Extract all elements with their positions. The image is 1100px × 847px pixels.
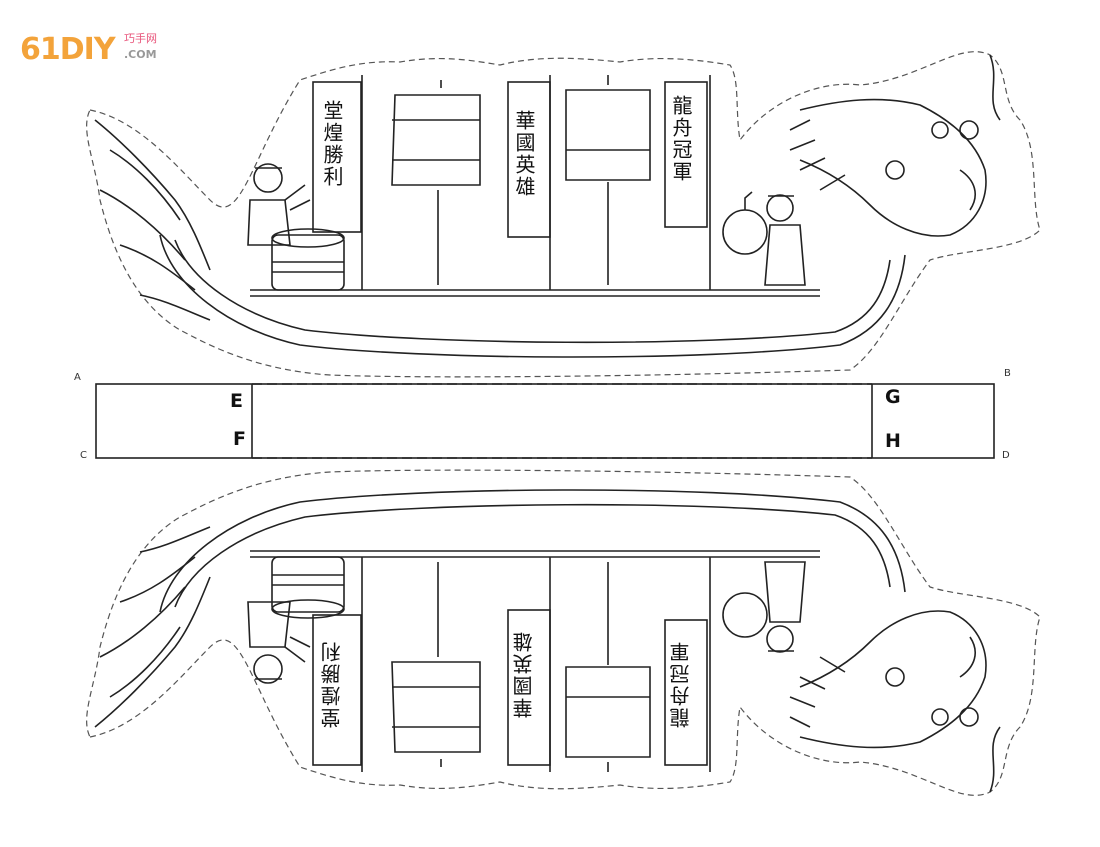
top-dragon-head bbox=[789, 54, 1001, 237]
top-hull-inner bbox=[174, 239, 891, 344]
top-boat bbox=[86, 51, 1041, 378]
banner-left-text-inverted: 堂煌勝利 bbox=[320, 640, 344, 728]
site-logo: 61DIY 巧手网 .COM bbox=[20, 22, 170, 72]
fold-mark-f: F bbox=[233, 428, 246, 450]
corner-label-b: B bbox=[1004, 368, 1011, 379]
corner-label-d: D bbox=[1002, 450, 1010, 461]
logo-chinese: 巧手网 bbox=[124, 32, 157, 45]
logo-mark: 61DIY bbox=[20, 32, 116, 67]
fold-mark-e: E bbox=[230, 390, 243, 412]
logo-text: 61DIY bbox=[20, 32, 116, 67]
bottom-boat bbox=[86, 469, 1041, 796]
fold-mark-h: H bbox=[885, 430, 901, 452]
banner-middle-text-inverted: 華國英雄 bbox=[512, 630, 536, 718]
banner-left-text: 堂煌勝利 bbox=[320, 100, 344, 188]
top-tail bbox=[94, 119, 211, 321]
banner-right-text: 龍舟冠軍 bbox=[669, 95, 693, 183]
top-drummer bbox=[247, 163, 345, 291]
corner-label-c: C bbox=[80, 450, 87, 461]
top-gong-player bbox=[722, 191, 806, 286]
top-banners bbox=[312, 75, 711, 290]
top-lanterns bbox=[391, 75, 651, 285]
top-deck bbox=[250, 289, 820, 297]
logo-suffix: .COM bbox=[124, 48, 157, 61]
top-hull bbox=[159, 234, 906, 358]
top-cut-outline bbox=[86, 51, 1041, 378]
fold-mark-g: G bbox=[885, 386, 901, 408]
banner-middle-text: 華國英雄 bbox=[512, 110, 536, 198]
corner-label-a: A bbox=[74, 372, 81, 383]
center-strip bbox=[95, 383, 995, 459]
bottom-cut-outline bbox=[86, 469, 1041, 796]
banner-right-text-inverted: 龍舟冠軍 bbox=[669, 640, 693, 728]
